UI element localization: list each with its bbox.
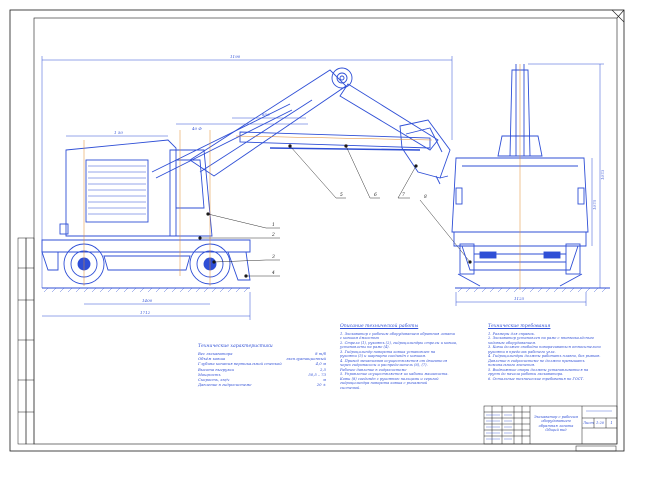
title-block-fills	[486, 410, 612, 440]
side-dimensions	[41, 56, 453, 320]
note-line: 2. Экскаватор установлен на раме с пневм…	[488, 336, 594, 341]
callout-4: 4	[271, 271, 275, 276]
boom-cylinder	[151, 103, 291, 173]
note-line: ходовым оборудованием.	[488, 340, 537, 345]
note-line: гидроцилиндра поворота ковша с рычажной	[340, 381, 428, 386]
grille-slats	[88, 165, 146, 215]
dim-upper-mid: 40 Ф	[191, 126, 202, 131]
dim-overall-width: 1190	[230, 54, 241, 59]
radiator-grille	[85, 159, 149, 223]
rear-outriggers	[457, 273, 583, 287]
callout-6: 6	[374, 193, 377, 198]
rear-right-tire	[565, 243, 581, 275]
note-line: 4. Привод механизмов осуществляется от д…	[340, 358, 448, 363]
operator-cab	[169, 149, 213, 237]
stick-cylinder	[269, 147, 421, 151]
note-line: номинального значения.	[488, 363, 536, 368]
note-line: 2. Стрела (1), рукоять (2), гидроцилиндр…	[340, 340, 458, 345]
sheet-number: 1	[610, 421, 613, 425]
boom-head-pin	[331, 67, 353, 89]
note-line: грунт до начала работы экскаватора.	[488, 372, 564, 377]
outrigger-rear	[41, 251, 59, 271]
note-line: системой.	[340, 385, 361, 390]
rear-left-tire	[459, 243, 475, 275]
description-notes: Описание технической работы 1. Экскавато…	[340, 324, 476, 390]
callout-1: 1	[272, 223, 275, 228]
note-line: с ковшом ёмкостью	[340, 336, 380, 341]
note-line: Рабочее давление в гидросистеме	[340, 367, 407, 372]
description-title: Описание технической работы	[340, 324, 419, 329]
technical-requirements: Технические требования 1. Размеры для сп…	[488, 324, 616, 381]
requirements-title: Технические требования	[488, 324, 551, 329]
scale-value: 1:20	[595, 421, 605, 425]
stick	[239, 131, 431, 149]
note-line: 6. Остальные технические требования по Г…	[488, 376, 585, 381]
spec-table: Технические характеристики Вес экскавато…	[198, 344, 326, 387]
dipper-arm	[339, 83, 439, 151]
rear-undercarriage	[453, 231, 587, 247]
sheet-frame	[9, 9, 625, 452]
note-line: Ковш (8) соединён с рукоятью пальцами и …	[340, 376, 439, 381]
inner-frame	[33, 17, 618, 445]
callout-8: 8	[424, 195, 427, 200]
dim-wheelbase: 1400	[142, 298, 153, 303]
note-line: установлены на раме (4).	[340, 345, 390, 350]
leader-dots	[198, 144, 472, 278]
drawing-name: Экскаватор с рабочим оборудованием обрат…	[534, 415, 578, 433]
note-line: 5. Управление осуществляется из кабины м…	[340, 372, 449, 377]
rear-body	[451, 157, 589, 233]
note-line: рукояти в пределах рабочего угла.	[488, 349, 556, 354]
leader-lines	[200, 145, 471, 277]
ground-hatch	[43, 287, 607, 293]
callout-3: 3	[272, 255, 275, 260]
note-line: Давление в гидросистеме не должно превыш…	[488, 358, 585, 363]
dim-boom-reach: 850	[262, 112, 270, 117]
dim-track: 1712	[140, 310, 151, 315]
frame-corner-mark	[611, 9, 625, 23]
dim-rear-height: 1073	[600, 169, 605, 180]
boom-lower-edge	[199, 99, 313, 173]
callout-7: 7	[402, 193, 405, 198]
dim-body-width: 1 50	[114, 130, 123, 135]
rear-dimensions	[455, 63, 604, 306]
side-centerlines	[83, 130, 433, 286]
outrigger-front	[227, 251, 251, 281]
note-line: 3. Гидроцилиндр поворота ковша установле…	[340, 349, 436, 354]
spec-table-title: Технические характеристики	[198, 344, 273, 349]
note-line: рукояти (5) и шарнирно соединён с ковшом…	[340, 354, 427, 359]
callout-2: 2	[271, 233, 275, 238]
boom	[189, 69, 347, 177]
sheet-label: Лист	[583, 421, 594, 425]
note-line: 1. Экскаватор с рабочим оборудованием об…	[340, 331, 455, 336]
note-line: 3. Ковш должен свободно поворачиваться о…	[488, 345, 601, 350]
side-stamp-strip	[17, 237, 35, 445]
title-block	[483, 405, 618, 452]
callout-5: 5	[340, 193, 343, 198]
dim-rear-mid-height: 1075	[592, 199, 597, 210]
note-line: через гидронасосы и распределитель (6), …	[340, 363, 428, 368]
bucket-teeth	[435, 175, 449, 185]
axle-beam	[103, 255, 191, 271]
note-line: 4. Гидроцилиндры должны работать плавно,…	[488, 354, 601, 359]
dim-rear-width: 1125	[514, 296, 525, 301]
note-line: 1. Размеры для справок.	[488, 331, 535, 336]
callout-labels: 1 2 3 4 5 6 7 8	[271, 193, 427, 276]
note-line: 5. Выдвижные опоры должны устанавливатьс…	[488, 367, 589, 372]
